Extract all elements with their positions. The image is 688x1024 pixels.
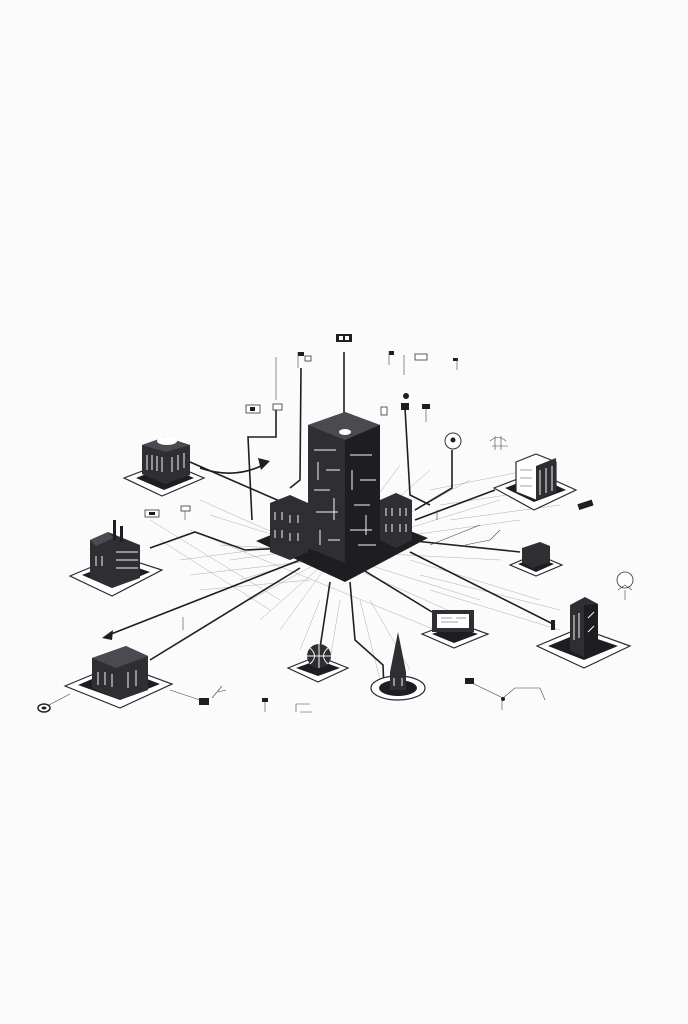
device-icon [272,403,283,411]
arrowhead-lower-left [102,630,113,640]
node-right-tower[interactable] [535,597,632,669]
edge-upper-right [414,489,496,521]
edge-left [149,531,291,551]
card-icon-2 [414,353,428,361]
node-upper-left[interactable] [122,437,206,497]
bracket-icon [295,703,312,713]
card-icon [304,355,312,362]
flag-icon [298,352,304,356]
node-upper-right[interactable] [492,453,578,511]
cable-icon [211,685,227,699]
small-sign-icon [180,505,191,512]
connections [44,352,626,708]
tag-icon [380,406,388,416]
arrowhead-upper-left [258,458,270,470]
node-spire[interactable] [370,632,426,701]
edge-right-tower [409,551,556,626]
flag-icon-2 [389,351,394,355]
floating-icons [37,334,634,713]
tick-marks [182,355,438,630]
edge-bottom-right [469,681,546,701]
central-tower-node[interactable] [256,412,428,582]
node-left[interactable] [68,520,164,597]
edge-billboard [359,567,433,613]
dot-icon-bottom [501,697,505,701]
edge-top-left-pole2 [247,410,277,521]
device-icon-right [577,499,594,511]
node-dot-icon [403,393,409,399]
edge-right-small [404,539,521,553]
node-billboard[interactable] [420,610,490,649]
small-box-icon [401,403,409,410]
flag-icon-3 [453,358,458,361]
edge-lamp [414,450,453,511]
edge-right-misc [429,524,501,546]
router-icon [199,698,209,705]
node-lower-left[interactable] [63,646,174,709]
lantern-icon [616,571,634,589]
node-right-small[interactable] [508,542,564,577]
fan-icon [489,436,508,450]
tool-icon [551,620,555,630]
edge-lower-left-arrow [105,559,301,637]
edge-top-left-pole [289,367,302,489]
post-icon [262,698,268,702]
node-globe[interactable] [286,644,350,683]
edge-lower-left [149,567,301,661]
sign-icon [422,404,430,409]
edge-upper-left-arrow [199,463,266,474]
edge-bottom-left2 [169,689,201,701]
edge-bottom-left [44,693,71,708]
camera-icon-bottom [465,678,474,684]
edge-spire [349,581,385,691]
battery-icon [336,334,352,342]
edge-globe [319,581,331,649]
edge-top-right-pole [404,407,431,506]
